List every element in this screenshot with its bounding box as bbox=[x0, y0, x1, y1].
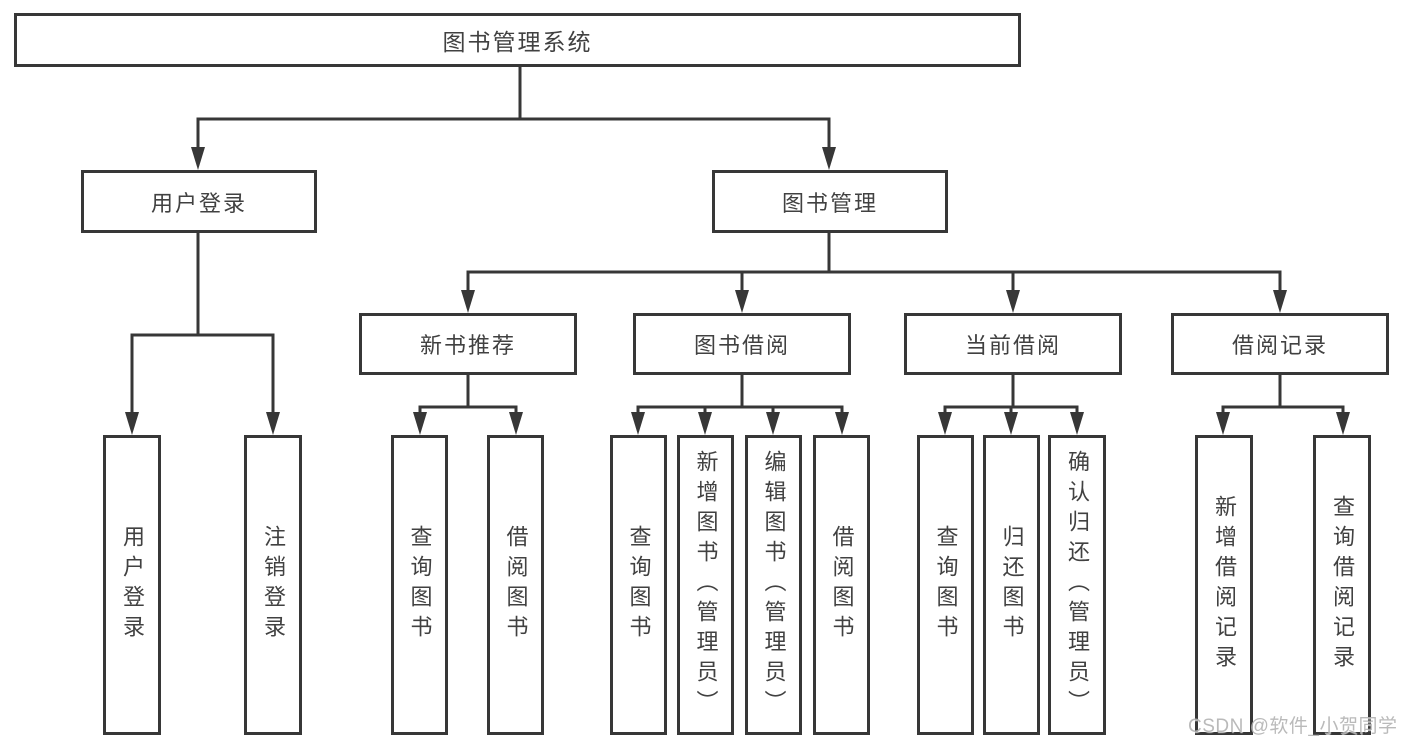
node-label: 用户登录 bbox=[120, 525, 145, 645]
node-borrowing-records: 借阅记录 bbox=[1171, 313, 1389, 375]
leaf-query-borrow-record: 查询借阅记录 bbox=[1313, 435, 1371, 735]
node-book-borrowing: 图书借阅 bbox=[633, 313, 851, 375]
node-label: 查询图书 bbox=[626, 525, 652, 645]
node-label: 图书借阅 bbox=[693, 333, 790, 358]
node-label: 查询借阅记录 bbox=[1330, 495, 1355, 675]
node-book-management: 图书管理 bbox=[712, 170, 948, 233]
node-label: 新书推荐 bbox=[419, 333, 516, 358]
leaf-query-books-recommend: 查询图书 bbox=[391, 435, 448, 735]
node-label: 图书管理系统 bbox=[442, 29, 593, 55]
node-label: 借阅记录 bbox=[1231, 333, 1328, 358]
node-label: 当前借阅 bbox=[964, 333, 1061, 358]
node-label: 借阅图书 bbox=[829, 525, 855, 645]
node-label: 借阅图书 bbox=[503, 525, 529, 645]
leaf-query-books-borrow: 查询图书 bbox=[610, 435, 667, 735]
node-label: 图书管理 bbox=[781, 190, 878, 216]
node-label: 查询图书 bbox=[407, 525, 433, 645]
node-new-book-recommendation: 新书推荐 bbox=[359, 313, 577, 375]
leaf-add-borrow-record: 新增借阅记录 bbox=[1195, 435, 1253, 735]
arrowheads bbox=[125, 147, 1350, 435]
node-label: 编辑图书（管理员） bbox=[761, 450, 787, 720]
leaf-borrow-books: 借阅图书 bbox=[813, 435, 870, 735]
leaf-borrow-books-recommend: 借阅图书 bbox=[487, 435, 544, 735]
node-user-login: 用户登录 bbox=[81, 170, 317, 233]
node-label: 新增借阅记录 bbox=[1212, 495, 1237, 675]
leaf-edit-book-admin: 编辑图书（管理员） bbox=[745, 435, 802, 735]
leaf-confirm-return-admin: 确认归还（管理员） bbox=[1048, 435, 1106, 735]
leaf-logout: 注销登录 bbox=[244, 435, 302, 735]
csdn-watermark: CSDN @软件_小贺同学 bbox=[1188, 716, 1398, 737]
node-label: 新增图书（管理员） bbox=[693, 450, 719, 720]
leaf-query-books-current: 查询图书 bbox=[917, 435, 974, 735]
leaf-return-book: 归还图书 bbox=[983, 435, 1040, 735]
node-label: 归还图书 bbox=[999, 525, 1025, 645]
leaf-add-book-admin: 新增图书（管理员） bbox=[677, 435, 734, 735]
node-label: 注销登录 bbox=[261, 525, 286, 645]
leaf-user-login: 用户登录 bbox=[103, 435, 161, 735]
node-label: 用户登录 bbox=[150, 190, 247, 216]
node-label: 查询图书 bbox=[933, 525, 959, 645]
node-current-borrowing: 当前借阅 bbox=[904, 313, 1122, 375]
node-library-system: 图书管理系统 bbox=[14, 13, 1021, 67]
node-label: 确认归还（管理员） bbox=[1065, 450, 1090, 720]
